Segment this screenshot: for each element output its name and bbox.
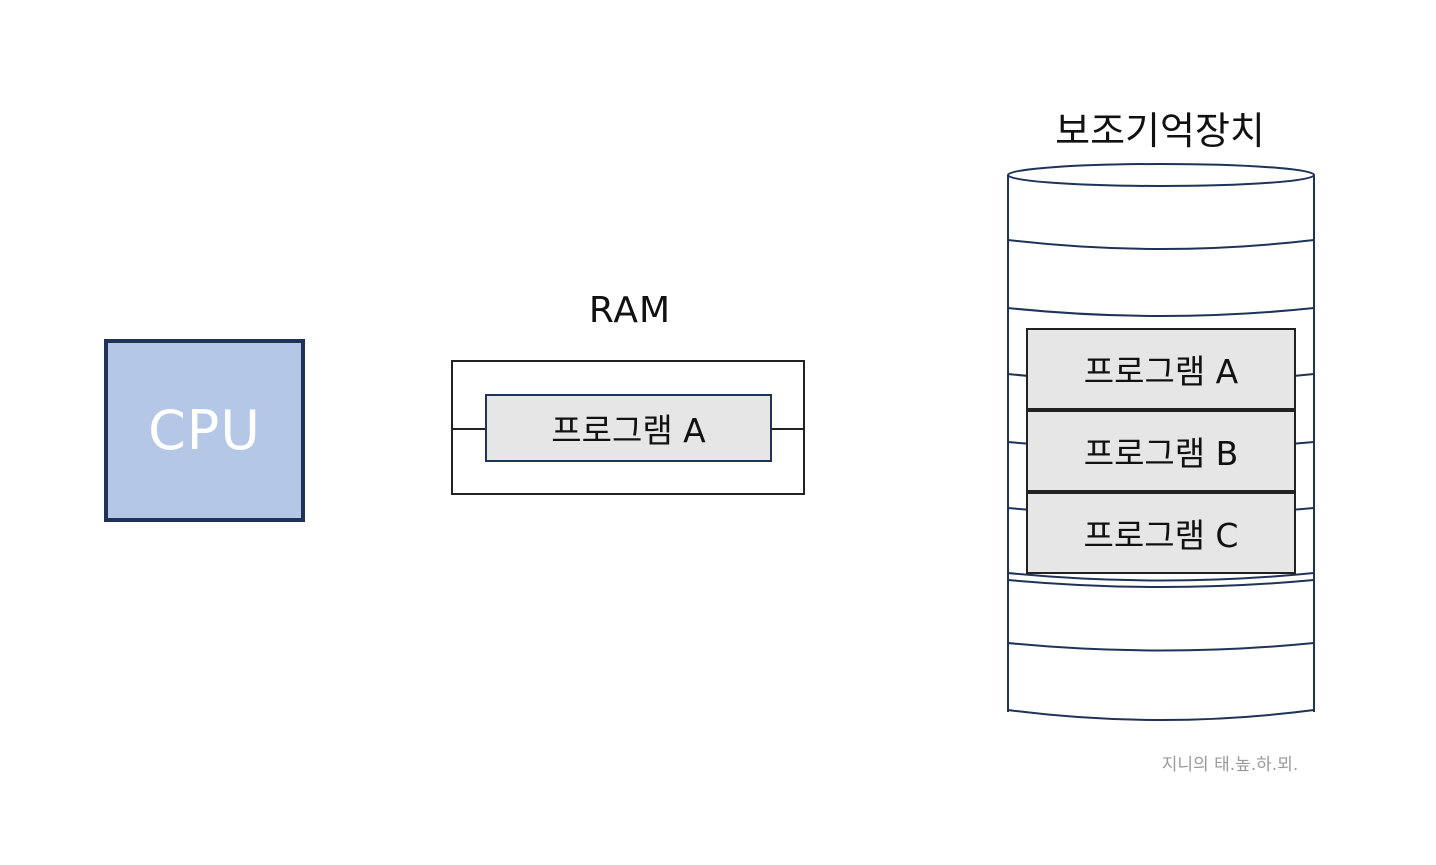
cpu-label: CPU bbox=[148, 399, 261, 462]
ram-program-a: 프로그램 A bbox=[485, 394, 772, 462]
storage-cylinder-bottom bbox=[1007, 709, 1315, 721]
storage-divider-6 bbox=[1007, 572, 1315, 582]
watermark-text: 지니의 태.높.하.뫼. bbox=[1161, 755, 1299, 775]
storage-cylinder-top bbox=[1007, 163, 1315, 187]
storage-divider-7 bbox=[1007, 579, 1315, 588]
storage-title: 보조기억장치 bbox=[1055, 109, 1265, 153]
ram-title: RAM bbox=[588, 290, 672, 331]
storage-program-a: 프로그램 A bbox=[1026, 328, 1296, 410]
ram-connector-right bbox=[770, 428, 804, 430]
storage-divider-1 bbox=[1007, 239, 1315, 250]
storage-program-c: 프로그램 C bbox=[1026, 492, 1296, 574]
storage-divider-2 bbox=[1007, 307, 1315, 317]
storage-program-b: 프로그램 B bbox=[1026, 410, 1296, 492]
cpu-block: CPU bbox=[104, 339, 305, 522]
storage-divider-8 bbox=[1007, 642, 1315, 652]
ram-connector-left bbox=[453, 428, 487, 430]
